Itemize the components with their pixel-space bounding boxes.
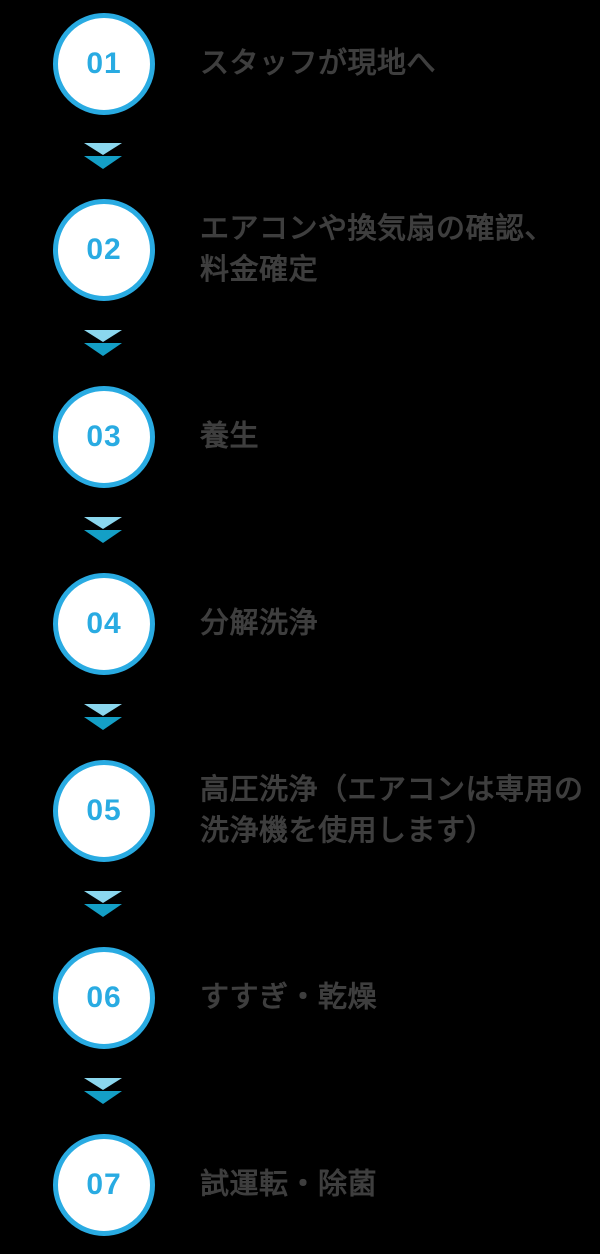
step-number-badge: 04 bbox=[53, 573, 155, 675]
double-chevron-down-icon bbox=[84, 891, 122, 917]
step-number: 01 bbox=[86, 47, 122, 80]
step-number: 03 bbox=[86, 420, 122, 453]
double-chevron-down-icon bbox=[84, 330, 122, 356]
step-number: 07 bbox=[86, 1168, 122, 1201]
step-label: すすぎ・乾燥 bbox=[200, 981, 378, 1014]
step-number-badge: 02 bbox=[53, 199, 155, 301]
step-number: 04 bbox=[86, 607, 122, 640]
double-chevron-down-icon bbox=[84, 143, 122, 169]
step-number: 02 bbox=[86, 233, 122, 266]
double-chevron-down-icon bbox=[84, 517, 122, 543]
step-number-badge: 01 bbox=[53, 13, 155, 115]
step-number: 05 bbox=[86, 794, 122, 827]
step-label: 分解洗浄 bbox=[200, 607, 319, 640]
step-number-badge: 06 bbox=[53, 947, 155, 1049]
step-number: 06 bbox=[86, 981, 122, 1014]
step-number-badge: 03 bbox=[53, 386, 155, 488]
step-label: スタッフが現地へ bbox=[200, 47, 437, 80]
double-chevron-down-icon bbox=[84, 704, 122, 730]
step-label: エアコンや換気扇の確認、 料金確定 bbox=[200, 212, 555, 286]
double-chevron-down-icon bbox=[84, 1078, 122, 1104]
step-label: 養生 bbox=[200, 420, 260, 453]
step-number-badge: 05 bbox=[53, 760, 155, 862]
step-label: 高圧洗浄（エアコンは専用の 洗浄機を使用します） bbox=[200, 773, 584, 847]
step-label: 試運転・除菌 bbox=[200, 1168, 378, 1201]
step-number-badge: 07 bbox=[53, 1134, 155, 1236]
